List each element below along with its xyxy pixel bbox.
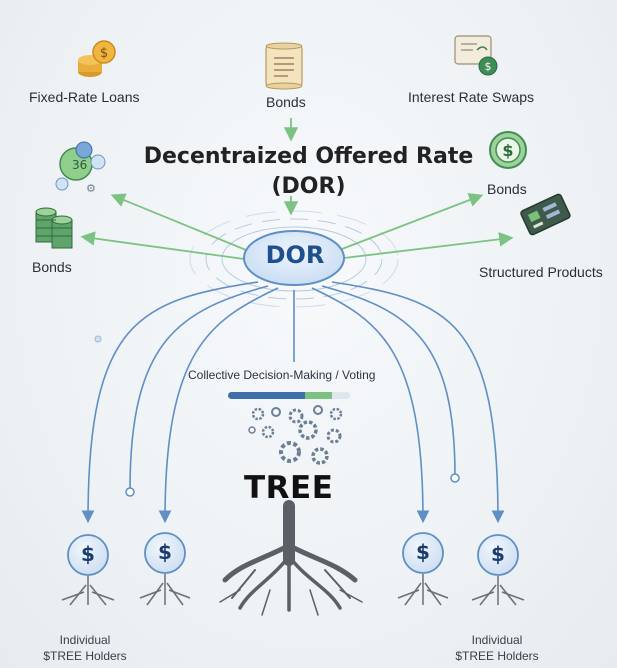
holders-left-line2: $TREE Holders xyxy=(43,649,127,663)
coin-dollar-1: $ xyxy=(81,542,95,566)
dor-hub-label: DOR xyxy=(265,241,325,269)
tree-roots-icon xyxy=(219,500,363,616)
coin-dollar-2: $ xyxy=(158,540,172,564)
holder-coin-4 xyxy=(471,534,525,606)
holder-coin-2 xyxy=(139,532,191,606)
page-subtitle: (DOR) xyxy=(271,174,346,199)
holders-left-line1: Individual xyxy=(59,633,111,647)
holders-label-right: Individual $TREE Holders xyxy=(442,632,552,664)
percent-molecule-icon: 36 ⚙ xyxy=(55,141,106,195)
swap-document-icon: $ xyxy=(454,35,498,76)
scroll-document-icon xyxy=(265,42,303,90)
green-connectors xyxy=(80,118,514,260)
holder-coin-3 xyxy=(397,532,449,606)
coin-dollar-4: $ xyxy=(491,542,505,566)
label-bonds-right: Bonds xyxy=(487,181,527,197)
label-fixed-rate-loans: Fixed-Rate Loans xyxy=(29,89,140,105)
connector-node xyxy=(94,335,102,343)
svg-text:$: $ xyxy=(502,141,513,160)
label-structured-products: Structured Products xyxy=(479,264,603,280)
holder-coin-1 xyxy=(61,534,115,606)
holders-label-left: Individual $TREE Holders xyxy=(30,632,140,664)
voting-label: Collective Decision-Making / Voting xyxy=(188,368,376,382)
dor-hub xyxy=(243,230,345,286)
label-interest-rate-swaps: Interest Rate Swaps xyxy=(408,89,535,105)
coin-dollar-3: $ xyxy=(416,540,430,564)
label-bonds-top: Bonds xyxy=(266,94,306,110)
green-coin-stack-icon xyxy=(35,207,73,249)
coin-stack-icon: $ xyxy=(78,40,116,77)
svg-text:$: $ xyxy=(100,46,108,61)
svg-text:⚙: ⚙ xyxy=(86,182,96,195)
page-title: Decentraized Offered Rate xyxy=(143,144,474,169)
voting-progress-bar xyxy=(228,392,350,399)
connector-node xyxy=(125,487,135,497)
circuit-card-icon xyxy=(520,193,571,236)
svg-text:36: 36 xyxy=(72,158,87,172)
connector-node xyxy=(450,473,460,483)
svg-text:$: $ xyxy=(485,60,492,73)
label-bonds-left: Bonds xyxy=(32,259,72,275)
blue-connectors xyxy=(81,281,505,524)
dollar-coin-icon: $ xyxy=(489,131,527,169)
holders-right-line2: $TREE Holders xyxy=(455,649,539,663)
holders-right-line1: Individual xyxy=(471,633,523,647)
gears-icon xyxy=(248,405,343,465)
tree-label: TREE xyxy=(244,470,334,506)
